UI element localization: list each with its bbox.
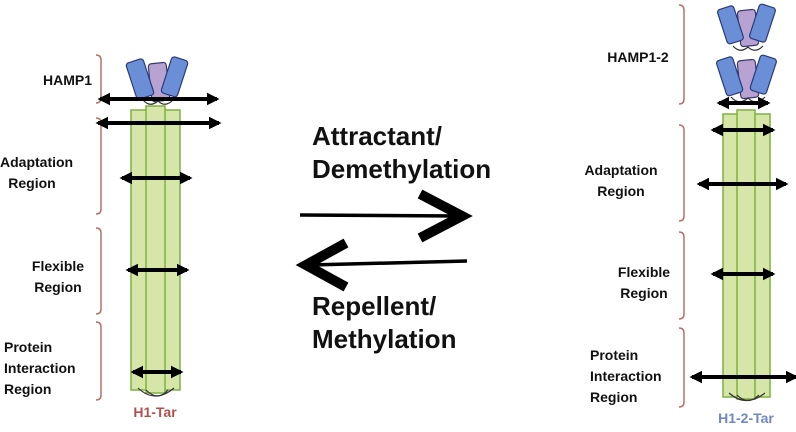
equilibrium-arrows <box>295 189 473 292</box>
hamp-domain-2 <box>716 54 777 103</box>
helix-bundle <box>130 105 181 397</box>
bracket-hamp1-2 <box>678 4 685 105</box>
helix-bundle <box>722 109 771 402</box>
left-receptor-caption: H1-Tar <box>133 404 177 420</box>
bracket-protein-interaction <box>95 321 102 401</box>
reverse-arrowhead <box>295 238 349 292</box>
left-region-label-adaptation: Adaptation Region <box>0 154 74 191</box>
reverse-arrow-shaft <box>309 259 468 267</box>
left-region-label-protein-interaction: Protein Interaction Region <box>4 339 76 397</box>
hamp-domain-1 <box>717 3 776 51</box>
forward-arrow-label: Attractant/ Demethylation <box>312 121 492 184</box>
forward-arrow-shaft <box>299 213 459 218</box>
right-region-label-adaptation: Adaptation Region <box>584 162 658 199</box>
bracket-hamp1 <box>95 54 102 104</box>
right-region-label-protein-interaction: Protein Interaction Region <box>590 347 662 405</box>
forward-arrowhead <box>417 189 473 243</box>
left-receptor <box>95 54 222 401</box>
bracket-protein-interaction <box>678 327 685 408</box>
right-receptor-caption: H1-2-Tar <box>718 410 774 426</box>
bracket-flexible <box>678 231 685 320</box>
bracket-adaptation <box>678 124 685 222</box>
right-region-label-flexible: Flexible Region <box>617 264 671 301</box>
bracket-flexible <box>95 227 102 315</box>
reverse-arrow-label: Repellent/ Methylation <box>312 291 457 354</box>
left-region-label-flexible: Flexible Region <box>31 258 85 295</box>
bracket-adaptation <box>95 117 102 215</box>
right-receptor <box>678 3 796 408</box>
left-region-label-hamp1: HAMP1 <box>42 72 92 88</box>
right-region-label-hamp1-2: HAMP1-2 <box>607 49 669 65</box>
